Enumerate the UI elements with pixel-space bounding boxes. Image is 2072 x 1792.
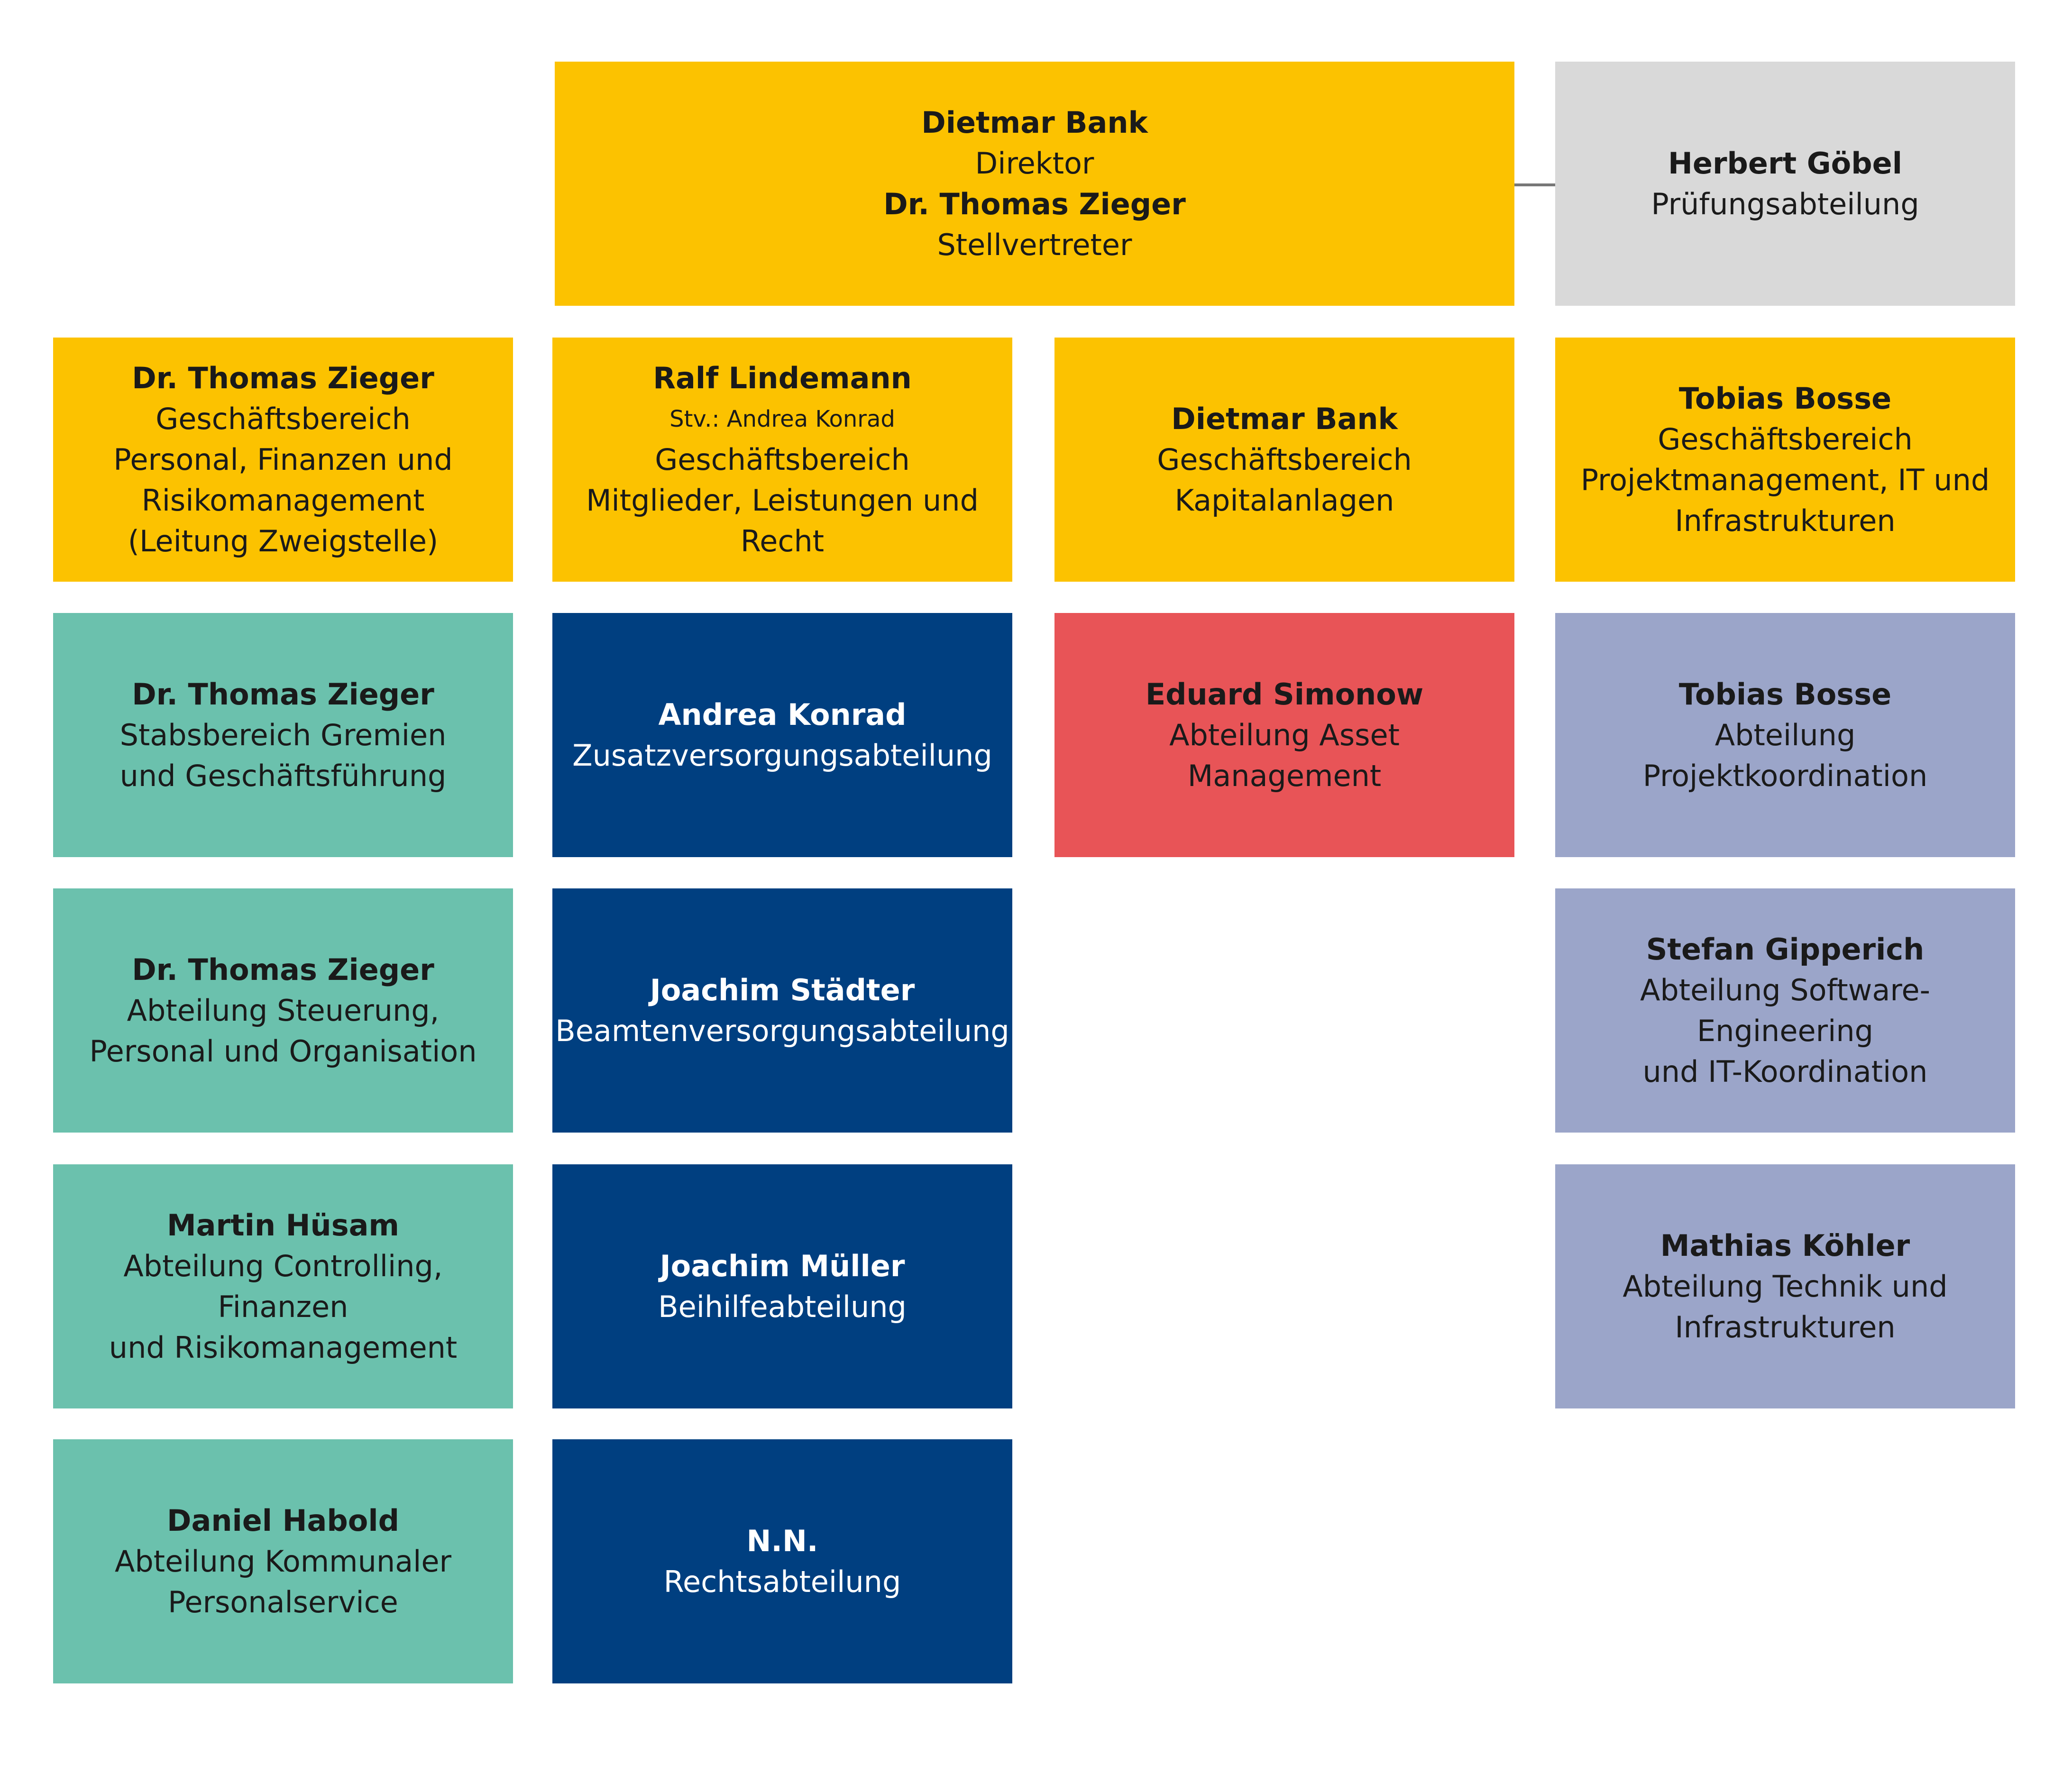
department-box: Joachim Städter Beamtenversorgungsabteil… [552, 888, 1012, 1133]
department-head-name: Dr. Thomas Zieger [132, 952, 434, 987]
department-line: Stabsbereich Gremien [119, 717, 447, 752]
division-deputy: Stv.: Andrea Konrad [669, 405, 895, 432]
department-line: Personal und Organisation [89, 1033, 477, 1069]
director-role: Direktor [975, 146, 1094, 181]
department-line: Personalservice [168, 1584, 398, 1619]
department-line: Beihilfeabteilung [658, 1289, 907, 1324]
deputy-name: Dr. Thomas Zieger [883, 186, 1186, 221]
division-head-name: Dr. Thomas Zieger [132, 360, 434, 395]
department-line: Projektkoordination [1642, 758, 1928, 793]
department-line: Abteilung Kommunaler [114, 1544, 452, 1579]
department-head-name: Joachim Städter [650, 972, 915, 1007]
department-line: und Geschäftsführung [119, 758, 447, 793]
division-line: Mitglieder, Leistungen und [586, 483, 979, 518]
department-box: N.N. Rechtsabteilung [552, 1439, 1012, 1683]
division-line: Geschäftsbereich [655, 442, 910, 477]
department-line: Zusatzversorgungsabteilung [572, 738, 992, 773]
division-box-personnel-finance: Dr. Thomas Zieger Geschäftsbereich Perso… [53, 338, 513, 582]
department-box: Tobias Bosse Abteilung Projektkoordinati… [1555, 613, 2015, 857]
department-head-name: Stefan Gipperich [1646, 932, 1925, 967]
division-box-capital-investments: Dietmar Bank Geschäftsbereich Kapitalanl… [1054, 338, 1514, 582]
department-box: Eduard Simonow Abteilung Asset Managemen… [1054, 613, 1514, 857]
department-line: Abteilung Software-Engineering [1640, 972, 1930, 1048]
director-name: Dietmar Bank [921, 105, 1148, 140]
division-box-project-it: Tobias Bosse Geschäftsbereich Projektman… [1555, 338, 2015, 582]
department-head-name: Daniel Habold [167, 1503, 399, 1538]
department-box: Stefan Gipperich Abteilung Software-Engi… [1555, 888, 2015, 1133]
department-line: Rechtsabteilung [663, 1564, 901, 1599]
division-line: Kapitalanlagen [1174, 483, 1394, 518]
department-head-name: Tobias Bosse [1678, 677, 1892, 712]
division-head-name: Ralf Lindemann [653, 360, 912, 395]
division-line: Geschäftsbereich [156, 401, 411, 436]
department-head-name: Joachim Müller [660, 1248, 905, 1283]
division-line: Geschäftsbereich [1157, 442, 1412, 477]
division-line: Projektmanagement, IT und [1580, 462, 1990, 497]
division-line: Recht [740, 523, 825, 558]
department-line: und IT-Koordination [1642, 1054, 1928, 1089]
department-head-name: Mathias Köhler [1660, 1228, 1910, 1263]
division-line: Risikomanagement [141, 483, 425, 518]
division-line: (Leitung Zweigstelle) [128, 523, 439, 558]
audit-unit: Prüfungsabteilung [1651, 186, 1919, 221]
department-line: Abteilung [1714, 717, 1856, 752]
department-box: Dr. Thomas Zieger Stabsbereich Gremien u… [53, 613, 513, 857]
division-line: Geschäftsbereich [1658, 421, 1913, 457]
department-box: Martin Hüsam Abteilung Controlling, Fina… [53, 1164, 513, 1408]
connector-line [1514, 183, 1555, 186]
department-box: Daniel Habold Abteilung Kommunaler Perso… [53, 1439, 513, 1683]
department-head-name: Andrea Konrad [658, 697, 907, 732]
department-head-name: N.N. [746, 1523, 818, 1558]
department-box: Mathias Köhler Abteilung Technik und Inf… [1555, 1164, 2015, 1408]
department-box: Joachim Müller Beihilfeabteilung [552, 1164, 1012, 1408]
division-line: Infrastrukturen [1675, 503, 1896, 538]
department-line: Abteilung Controlling, Finanzen [123, 1248, 443, 1324]
division-line: Personal, Finanzen und [113, 442, 453, 477]
department-head-name: Dr. Thomas Zieger [132, 677, 434, 712]
division-head-name: Dietmar Bank [1171, 401, 1398, 436]
director-box: Dietmar Bank Direktor Dr. Thomas Zieger … [555, 62, 1514, 306]
audit-name: Herbert Göbel [1668, 146, 1902, 181]
division-box-members-benefits: Ralf Lindemann Stv.: Andrea Konrad Gesch… [552, 338, 1012, 582]
department-line: Infrastrukturen [1675, 1309, 1896, 1344]
department-line: Abteilung Asset Management [1169, 717, 1400, 793]
department-line: Abteilung Technik und [1623, 1269, 1948, 1304]
department-line: und Risikomanagement [109, 1330, 458, 1365]
department-head-name: Martin Hüsam [166, 1207, 400, 1243]
department-line: Abteilung Steuerung, [127, 993, 440, 1028]
department-box: Dr. Thomas Zieger Abteilung Steuerung, P… [53, 888, 513, 1133]
deputy-role: Stellvertreter [937, 227, 1132, 262]
department-box: Andrea Konrad Zusatzversorgungsabteilung [552, 613, 1012, 857]
audit-box: Herbert Göbel Prüfungsabteilung [1555, 62, 2015, 306]
department-head-name: Eduard Simonow [1145, 677, 1424, 712]
department-line: Beamtenversorgungsabteilung [555, 1013, 1009, 1048]
division-head-name: Tobias Bosse [1678, 381, 1892, 416]
